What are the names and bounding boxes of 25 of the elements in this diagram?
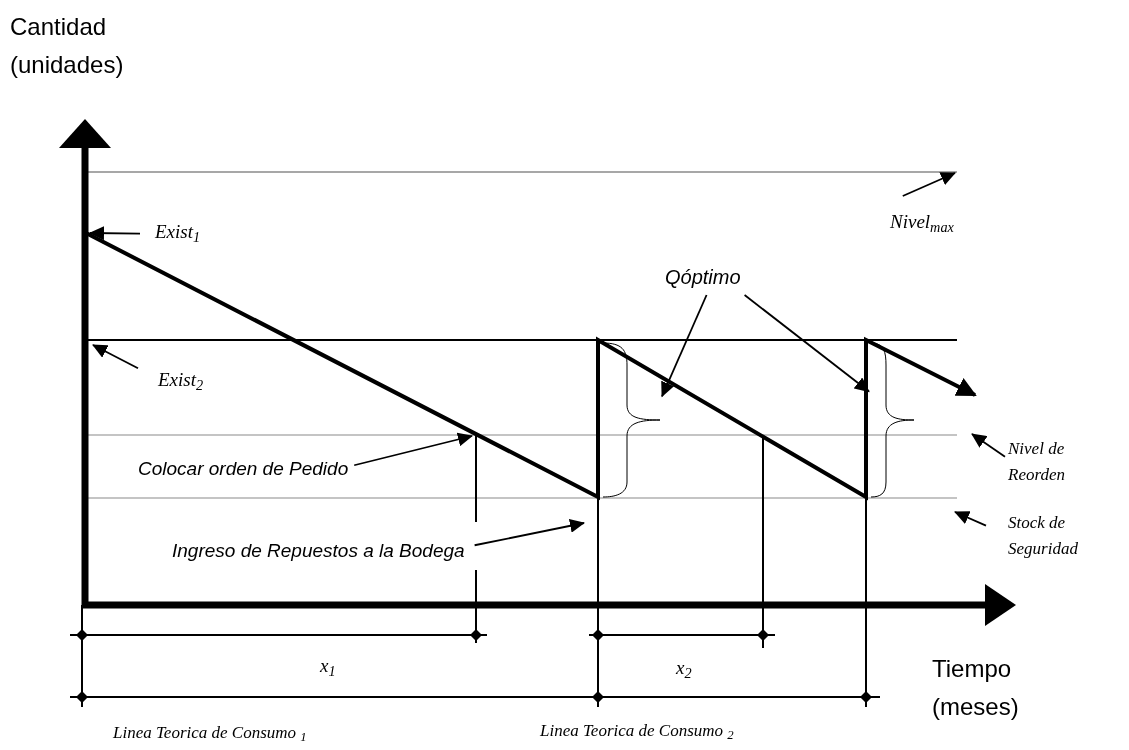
leader-arrow: [971, 433, 1006, 458]
level-label: Nivel$_{max}$: [890, 208, 954, 237]
leader-arrow: [743, 294, 870, 393]
event-label: Colocar orden de Pedido: [138, 455, 349, 484]
leader-arrow: [661, 294, 708, 398]
level-label: Exist$_{1}$: [155, 218, 201, 247]
brace: [869, 341, 916, 499]
period-label: Linea Teorica de Consumo $_{2}$: [540, 720, 734, 744]
dimension-label: x$_{2}$: [676, 656, 692, 683]
brace: [600, 341, 662, 499]
level-label: Stock de Seguridad: [1008, 510, 1118, 562]
leader-arrow: [353, 432, 473, 467]
dimension-label: x$_{1}$: [320, 654, 336, 681]
axis-title: Cantidad (unidades): [10, 12, 125, 80]
leader-arrow: [92, 344, 139, 370]
period-label: Linea Teorica de Consumo $_{1}$: [113, 722, 307, 746]
axis-title: Tiempo (meses): [932, 654, 1020, 722]
quantity-label: Qóptimo: [665, 262, 741, 292]
leader-arrow: [473, 518, 585, 547]
level-label: Nivel de Reorden: [1008, 436, 1118, 488]
leader-arrow: [901, 172, 956, 197]
event-label: Ingreso de Repuestos a la Bodega: [172, 537, 465, 566]
leader-arrow: [89, 226, 141, 241]
leader-arrow: [954, 511, 987, 527]
level-label: Exist$_{2}$: [158, 366, 204, 395]
